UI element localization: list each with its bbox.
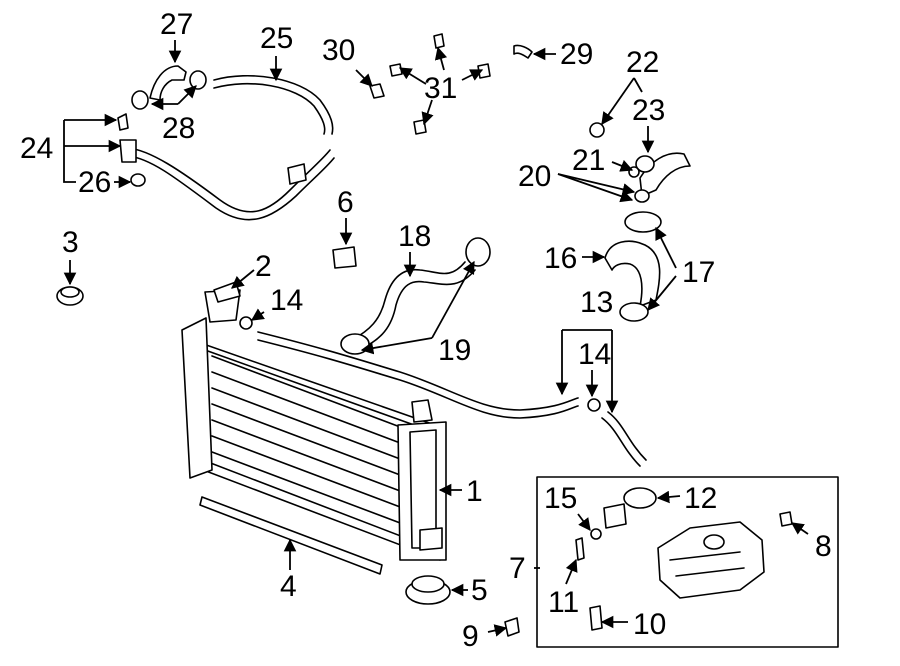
callout-7: 7	[509, 552, 526, 585]
callout-17: 17	[682, 256, 715, 289]
callout-4: 4	[280, 570, 297, 603]
callout-12: 12	[684, 482, 717, 515]
hose-25	[213, 74, 334, 135]
callout-19: 19	[438, 334, 471, 367]
callout-3: 3	[62, 226, 79, 259]
callout-28: 28	[162, 112, 195, 145]
callout-24: 24	[20, 132, 53, 165]
coolant-reservoir	[657, 521, 765, 599]
hose-clamp-28	[131, 90, 149, 110]
callout-9: 9	[462, 620, 479, 653]
drain-plug	[504, 617, 520, 637]
seal-23	[635, 155, 655, 173]
radiator-mount-bushing	[405, 575, 451, 605]
hose-13-fitting	[587, 398, 647, 467]
bracket-10	[589, 605, 603, 631]
callout-5: 5	[471, 574, 488, 607]
callout-31: 31	[424, 72, 457, 105]
radiator-seal-strip	[199, 496, 383, 575]
callout-11: 11	[548, 586, 579, 619]
callout-18: 18	[398, 220, 431, 253]
leader-lines	[63, 40, 809, 637]
callout-26: 26	[78, 166, 111, 199]
callout-1: 1	[466, 475, 483, 508]
sensor-11	[575, 537, 585, 561]
callout-27: 27	[160, 8, 193, 41]
bracket-6	[332, 246, 357, 269]
cap-26	[130, 173, 146, 187]
lower-hose-18	[351, 261, 476, 351]
callout-2: 2	[255, 250, 272, 283]
callout-30: 30	[322, 34, 355, 67]
bleeder-valve-24	[117, 113, 129, 131]
heater-pipe-24	[119, 139, 335, 221]
radiator-cap-3	[56, 286, 84, 306]
radiator	[181, 289, 447, 561]
callout-13: 13	[580, 286, 613, 319]
callout-10: 10	[633, 608, 666, 641]
level-sensor-15	[590, 503, 627, 540]
overflow-hose-13	[257, 331, 579, 419]
callout-20: 20	[518, 160, 551, 193]
callout-8: 8	[815, 530, 832, 563]
callout-25: 25	[260, 22, 293, 55]
callout-16: 16	[544, 242, 577, 275]
reservoir-cap-12	[623, 487, 657, 509]
hose-29	[513, 44, 533, 59]
callout-23: 23	[632, 94, 665, 127]
reservoir-box	[536, 476, 839, 648]
callout-29: 29	[560, 38, 593, 71]
callout-6: 6	[337, 186, 354, 219]
sensor-30	[369, 83, 385, 99]
hose-27	[149, 65, 207, 101]
callout-14-lower: 14	[578, 338, 611, 371]
callout-15: 15	[544, 482, 577, 515]
hose-clamp-17	[619, 211, 662, 322]
callout-21: 21	[572, 144, 605, 177]
clip-8	[779, 511, 793, 527]
plug-14-upper	[239, 316, 253, 330]
callout-22: 22	[626, 46, 659, 79]
callout-14-upper: 14	[270, 284, 303, 317]
clamp-21-22	[589, 122, 640, 178]
